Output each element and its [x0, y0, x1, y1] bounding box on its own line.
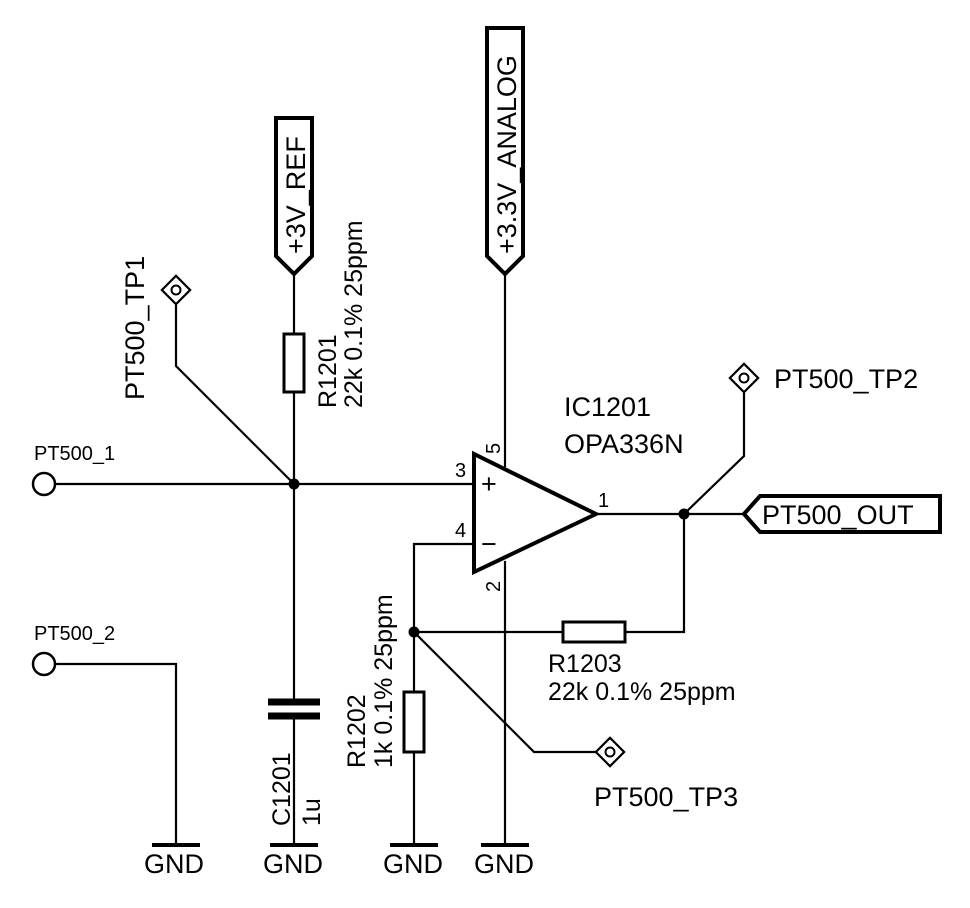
c1201-value: 1u: [298, 798, 326, 826]
pt500-tp2-testpoint: [728, 362, 760, 394]
r1202-value: 1k 0.1% 25ppm: [370, 594, 398, 768]
pt500-tp2-label: PT500_TP2: [774, 364, 918, 394]
gnd-label: GND: [144, 849, 204, 879]
junction-dot: [288, 478, 300, 490]
pt500-1-pad: [31, 471, 57, 497]
opamp-pin3-label: 3: [455, 460, 466, 482]
pt500-tp1-label: PT500_TP1: [120, 256, 150, 400]
r1202-ref: R1202: [343, 694, 371, 768]
opamp-pin5-label: 5: [483, 443, 505, 454]
ic1201-value: OPA336N: [564, 429, 684, 459]
opamp-plus-sign: +: [481, 469, 497, 499]
analog-power-label: +3.3V_ANALOG: [492, 55, 522, 254]
wires: [54, 270, 746, 847]
analog-power-flag: [485, 26, 525, 277]
r1202-body: [402, 690, 426, 754]
gnd-symbol: GND: [474, 843, 534, 879]
gnd-label: GND: [383, 849, 443, 879]
pt500-out-port: [741, 494, 942, 534]
pt500-tp1-testpoint: [160, 274, 192, 306]
ref-power-flag: [274, 116, 314, 277]
pt500-tp3-label: PT500_TP3: [594, 782, 738, 812]
pt500-2-pad: [31, 651, 57, 677]
r1201-body: [282, 332, 306, 394]
opamp-pin4-label: 4: [455, 520, 466, 542]
r1203-value: 22k 0.1% 25ppm: [548, 678, 736, 706]
pt500-out-label: PT500_OUT: [762, 500, 914, 530]
opamp-pin1-label: 1: [598, 490, 609, 512]
r1203-body: [561, 620, 627, 644]
pt500-2-label: PT500_2: [34, 623, 115, 645]
r1201-value: 22k 0.1% 25ppm: [340, 220, 368, 408]
opamp-pin2-label: 2: [483, 581, 505, 592]
ic1201-ref: IC1201: [564, 392, 651, 422]
junction-dot: [408, 626, 420, 638]
c1201-capacitor: [268, 698, 320, 720]
gnd-label: GND: [263, 849, 323, 879]
gnd-label: GND: [474, 849, 534, 879]
ref-power-label: +3V_REF: [281, 136, 311, 254]
gnd-symbol: GND: [144, 843, 204, 879]
opamp-triangle: [472, 450, 601, 576]
r1203-ref: R1203: [548, 650, 622, 678]
gnd-symbol: GND: [383, 843, 443, 879]
opamp-minus-sign: −: [481, 529, 497, 559]
gnd-symbol: GND: [263, 843, 323, 879]
pt500-1-label: PT500_1: [34, 443, 115, 465]
c1201-ref: C1201: [268, 752, 296, 826]
junction-dot: [678, 508, 690, 520]
r1201-ref: R1201: [314, 334, 342, 408]
pt500-tp3-testpoint: [594, 736, 626, 768]
